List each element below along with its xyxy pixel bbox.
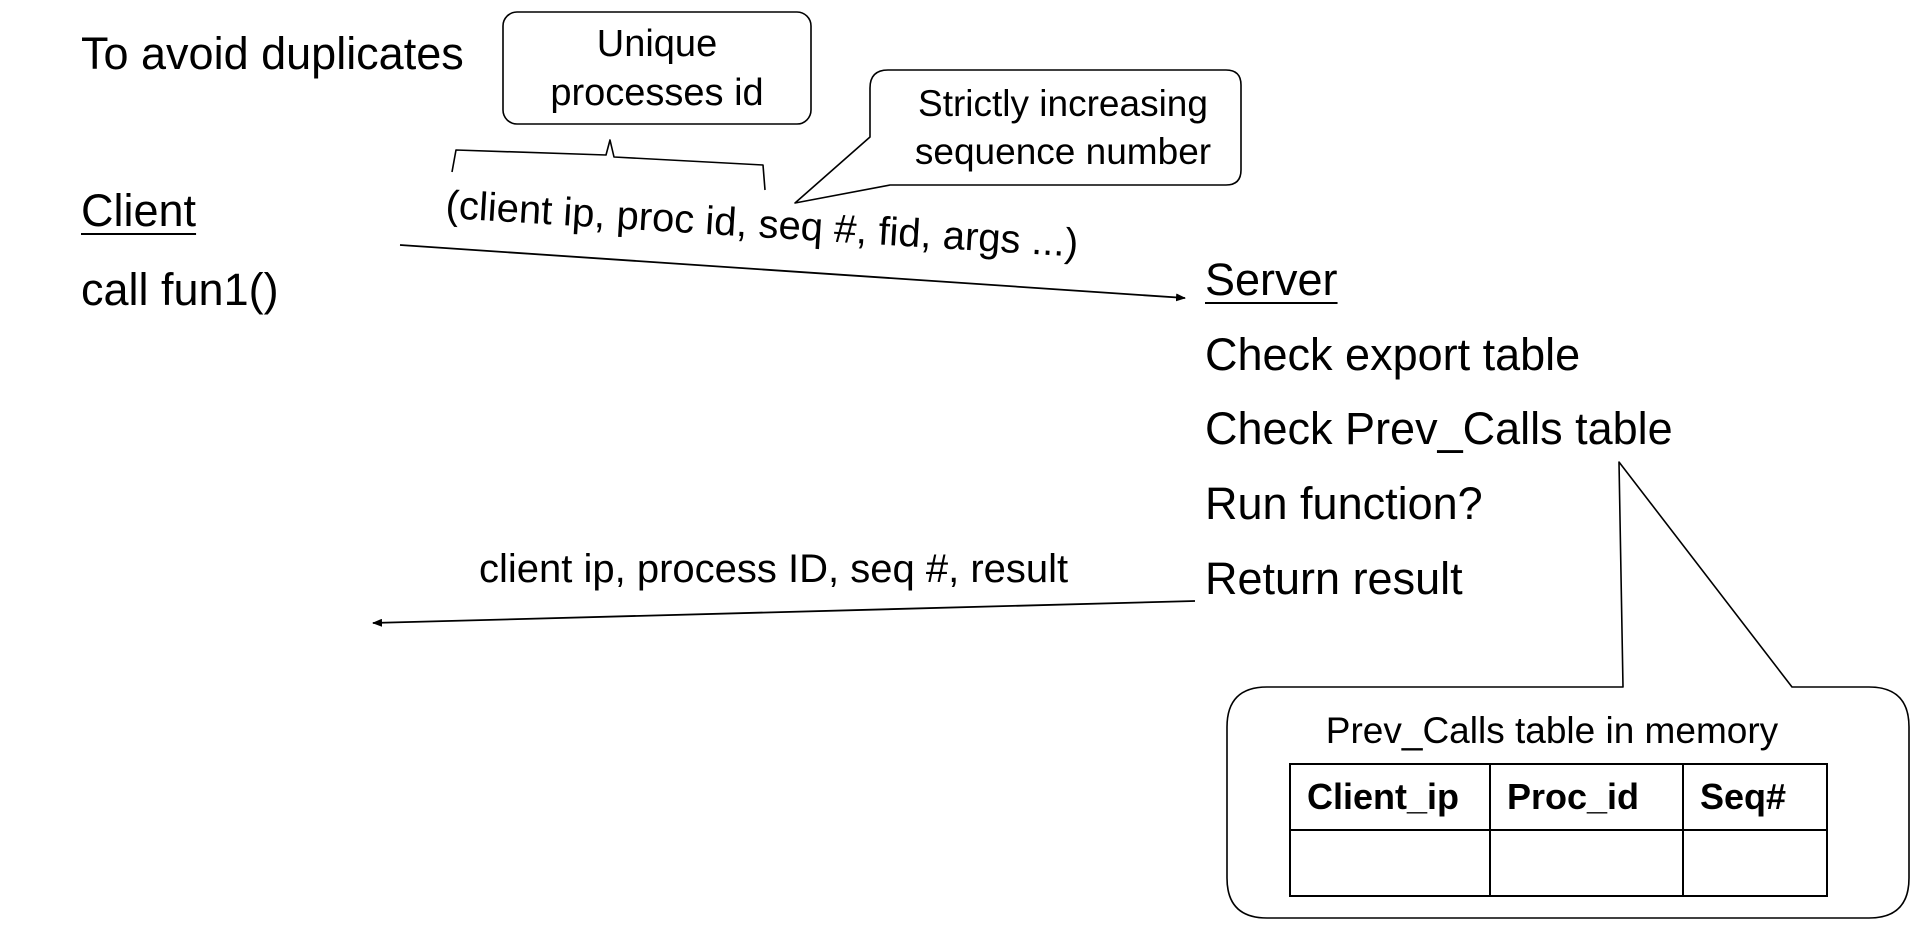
response-arrow xyxy=(372,600,1196,627)
unique-id-line-1: Unique xyxy=(596,23,718,65)
seq-callout-text: Strictly increasing sequence number xyxy=(885,80,1241,176)
proc-id-brace xyxy=(451,139,766,191)
seq-callout-box xyxy=(794,69,1242,204)
column-header-client-ip: Client_ip xyxy=(1289,763,1491,831)
table-cell xyxy=(1289,829,1491,897)
prev-calls-table: Client_ip Proc_id Seq# xyxy=(1289,763,1828,897)
unique-id-callout-text: Unique processes id xyxy=(503,20,811,119)
response-message: client ip, process ID, seq #, result xyxy=(479,547,1069,591)
server-step-run-function: Run function? xyxy=(1205,478,1483,529)
unique-id-line-2: processes id xyxy=(550,72,764,115)
server-step-return: Return result xyxy=(1205,553,1463,604)
prev-calls-caption: Prev_Calls table in memory xyxy=(1325,710,1779,751)
column-header-proc-id: Proc_id xyxy=(1489,763,1684,831)
request-arrow xyxy=(399,244,1186,302)
table-cell xyxy=(1682,829,1828,897)
unique-id-callout-box xyxy=(502,11,812,125)
diagram-heading: To avoid duplicates xyxy=(81,28,464,79)
server-title: Server xyxy=(1205,254,1338,305)
table-row xyxy=(1289,829,1828,897)
server-step-export: Check export table xyxy=(1205,329,1581,380)
client-call: call fun1() xyxy=(81,264,279,315)
table-cell xyxy=(1489,829,1684,897)
client-title: Client xyxy=(81,185,197,236)
seq-line-2: sequence number xyxy=(914,131,1212,173)
column-header-seq: Seq# xyxy=(1682,763,1828,831)
server-step-prev-calls: Check Prev_Calls table xyxy=(1205,403,1673,454)
seq-line-1: Strictly increasing xyxy=(918,83,1208,124)
table-header-row: Client_ip Proc_id Seq# xyxy=(1289,763,1828,831)
